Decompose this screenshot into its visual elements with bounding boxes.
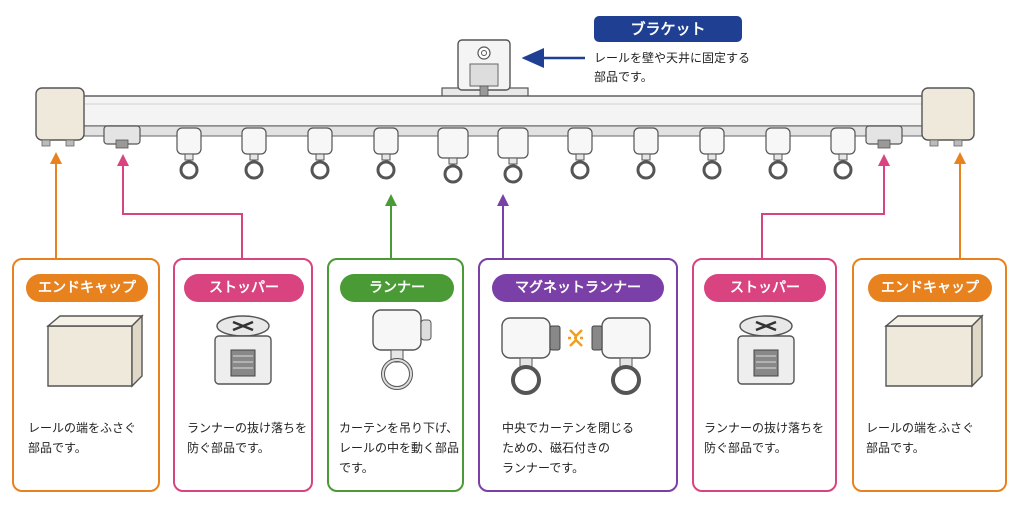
card-end-cap-left: エンドキャップ レールの端をふさぐ 部品です。 <box>12 258 160 492</box>
card-desc-line: ための、磁石付きの <box>502 441 611 455</box>
card-description: レールの端をふさぐ 部品です。 <box>28 418 152 458</box>
card-desc-line: カーテンを吊り下げ、 <box>339 421 459 435</box>
card-desc-line: 部品です。 <box>866 441 925 455</box>
bracket <box>441 39 529 99</box>
card-description: ランナーの抜け落ちを 防ぐ部品です。 <box>704 418 834 458</box>
runner <box>699 127 725 180</box>
card-title: マグネットランナー <box>492 274 664 302</box>
card-title: エンドキャップ <box>868 274 992 302</box>
runner <box>765 127 791 180</box>
card-magnet-runner: マグネットランナー 中央でカーテンを閉じる ための、磁石付きの ランナーです。 <box>478 258 678 492</box>
stopper-illustration <box>214 315 272 385</box>
card-title: ストッパー <box>184 274 304 302</box>
bracket-label: ブラケット <box>594 16 742 42</box>
connector-stopper-right <box>761 164 885 258</box>
card-desc-line: 部品です。 <box>28 441 87 455</box>
arrowhead-endcap-left <box>50 152 62 164</box>
runners <box>176 127 856 184</box>
card-desc-line: ランナーです。 <box>502 461 585 475</box>
card-description: レールの端をふさぐ 部品です。 <box>866 418 1002 458</box>
stopper-right <box>865 125 903 149</box>
end-cap-right <box>921 87 975 147</box>
stopper-illustration <box>737 315 795 385</box>
card-description: ランナーの抜け落ちを 防ぐ部品です。 <box>187 418 311 458</box>
card-desc-line: です。 <box>339 461 374 475</box>
arrowhead-stopper-left <box>117 154 129 166</box>
runner <box>176 127 202 180</box>
runner <box>567 127 593 180</box>
card-stopper-left: ストッパー ランナーの抜け落ちを 防ぐ部品です。 <box>173 258 313 492</box>
bracket-desc-line: レールを壁や天井に固定する <box>594 51 751 65</box>
arrowhead-runner <box>385 194 397 206</box>
card-runner: ランナー カーテンを吊り下げ、 レールの中を動く部品 です。 <box>327 258 464 492</box>
runner <box>307 127 333 180</box>
card-title: エンドキャップ <box>26 274 148 302</box>
runner <box>633 127 659 180</box>
end-cap-left <box>35 87 85 147</box>
card-desc-line: ランナーの抜け落ちを <box>187 421 308 435</box>
stopper-left <box>103 125 141 149</box>
card-title: ストッパー <box>704 274 826 302</box>
card-title: ランナー <box>340 274 454 302</box>
card-end-cap-right: エンドキャップ レールの端をふさぐ 部品です。 <box>852 258 1007 492</box>
runner <box>241 127 267 180</box>
card-desc-line: レールの端をふさぐ <box>866 421 975 435</box>
arrowhead-endcap-right <box>954 152 966 164</box>
card-desc-line: 防ぐ部品です。 <box>187 441 270 455</box>
connector-stopper-left <box>122 164 243 258</box>
card-desc-line: ランナーの抜け落ちを <box>704 421 825 435</box>
card-stopper-right: ストッパー ランナーの抜け落ちを 防ぐ部品です。 <box>692 258 837 492</box>
bracket-desc-line: 部品です。 <box>594 70 653 84</box>
magnet-runner <box>437 127 469 184</box>
runner <box>373 127 399 180</box>
card-description: 中央でカーテンを閉じる ための、磁石付きの ランナーです。 <box>502 418 672 478</box>
arrowhead-magnet-runner <box>497 194 509 206</box>
runner-illustration <box>372 309 432 390</box>
runner <box>830 127 856 180</box>
arrowhead-stopper-right <box>878 154 890 166</box>
magnet-runner-illustration <box>501 317 651 395</box>
bracket-description: レールを壁や天井に固定する 部品です。 <box>594 49 794 87</box>
card-desc-line: レールの端をふさぐ <box>28 421 137 435</box>
card-desc-line: レールの中を動く部品 <box>339 441 460 455</box>
end-cap-illustration <box>46 314 144 388</box>
magnet-attraction-icon <box>568 329 584 347</box>
end-cap-illustration <box>884 314 984 388</box>
magnet-runner <box>497 127 529 184</box>
card-description: カーテンを吊り下げ、 レールの中を動く部品 です。 <box>339 418 463 478</box>
connector-lines <box>50 48 966 258</box>
screw-icon <box>477 46 491 60</box>
card-desc-line: 中央でカーテンを閉じる <box>502 421 635 435</box>
card-desc-line: 防ぐ部品です。 <box>704 441 787 455</box>
